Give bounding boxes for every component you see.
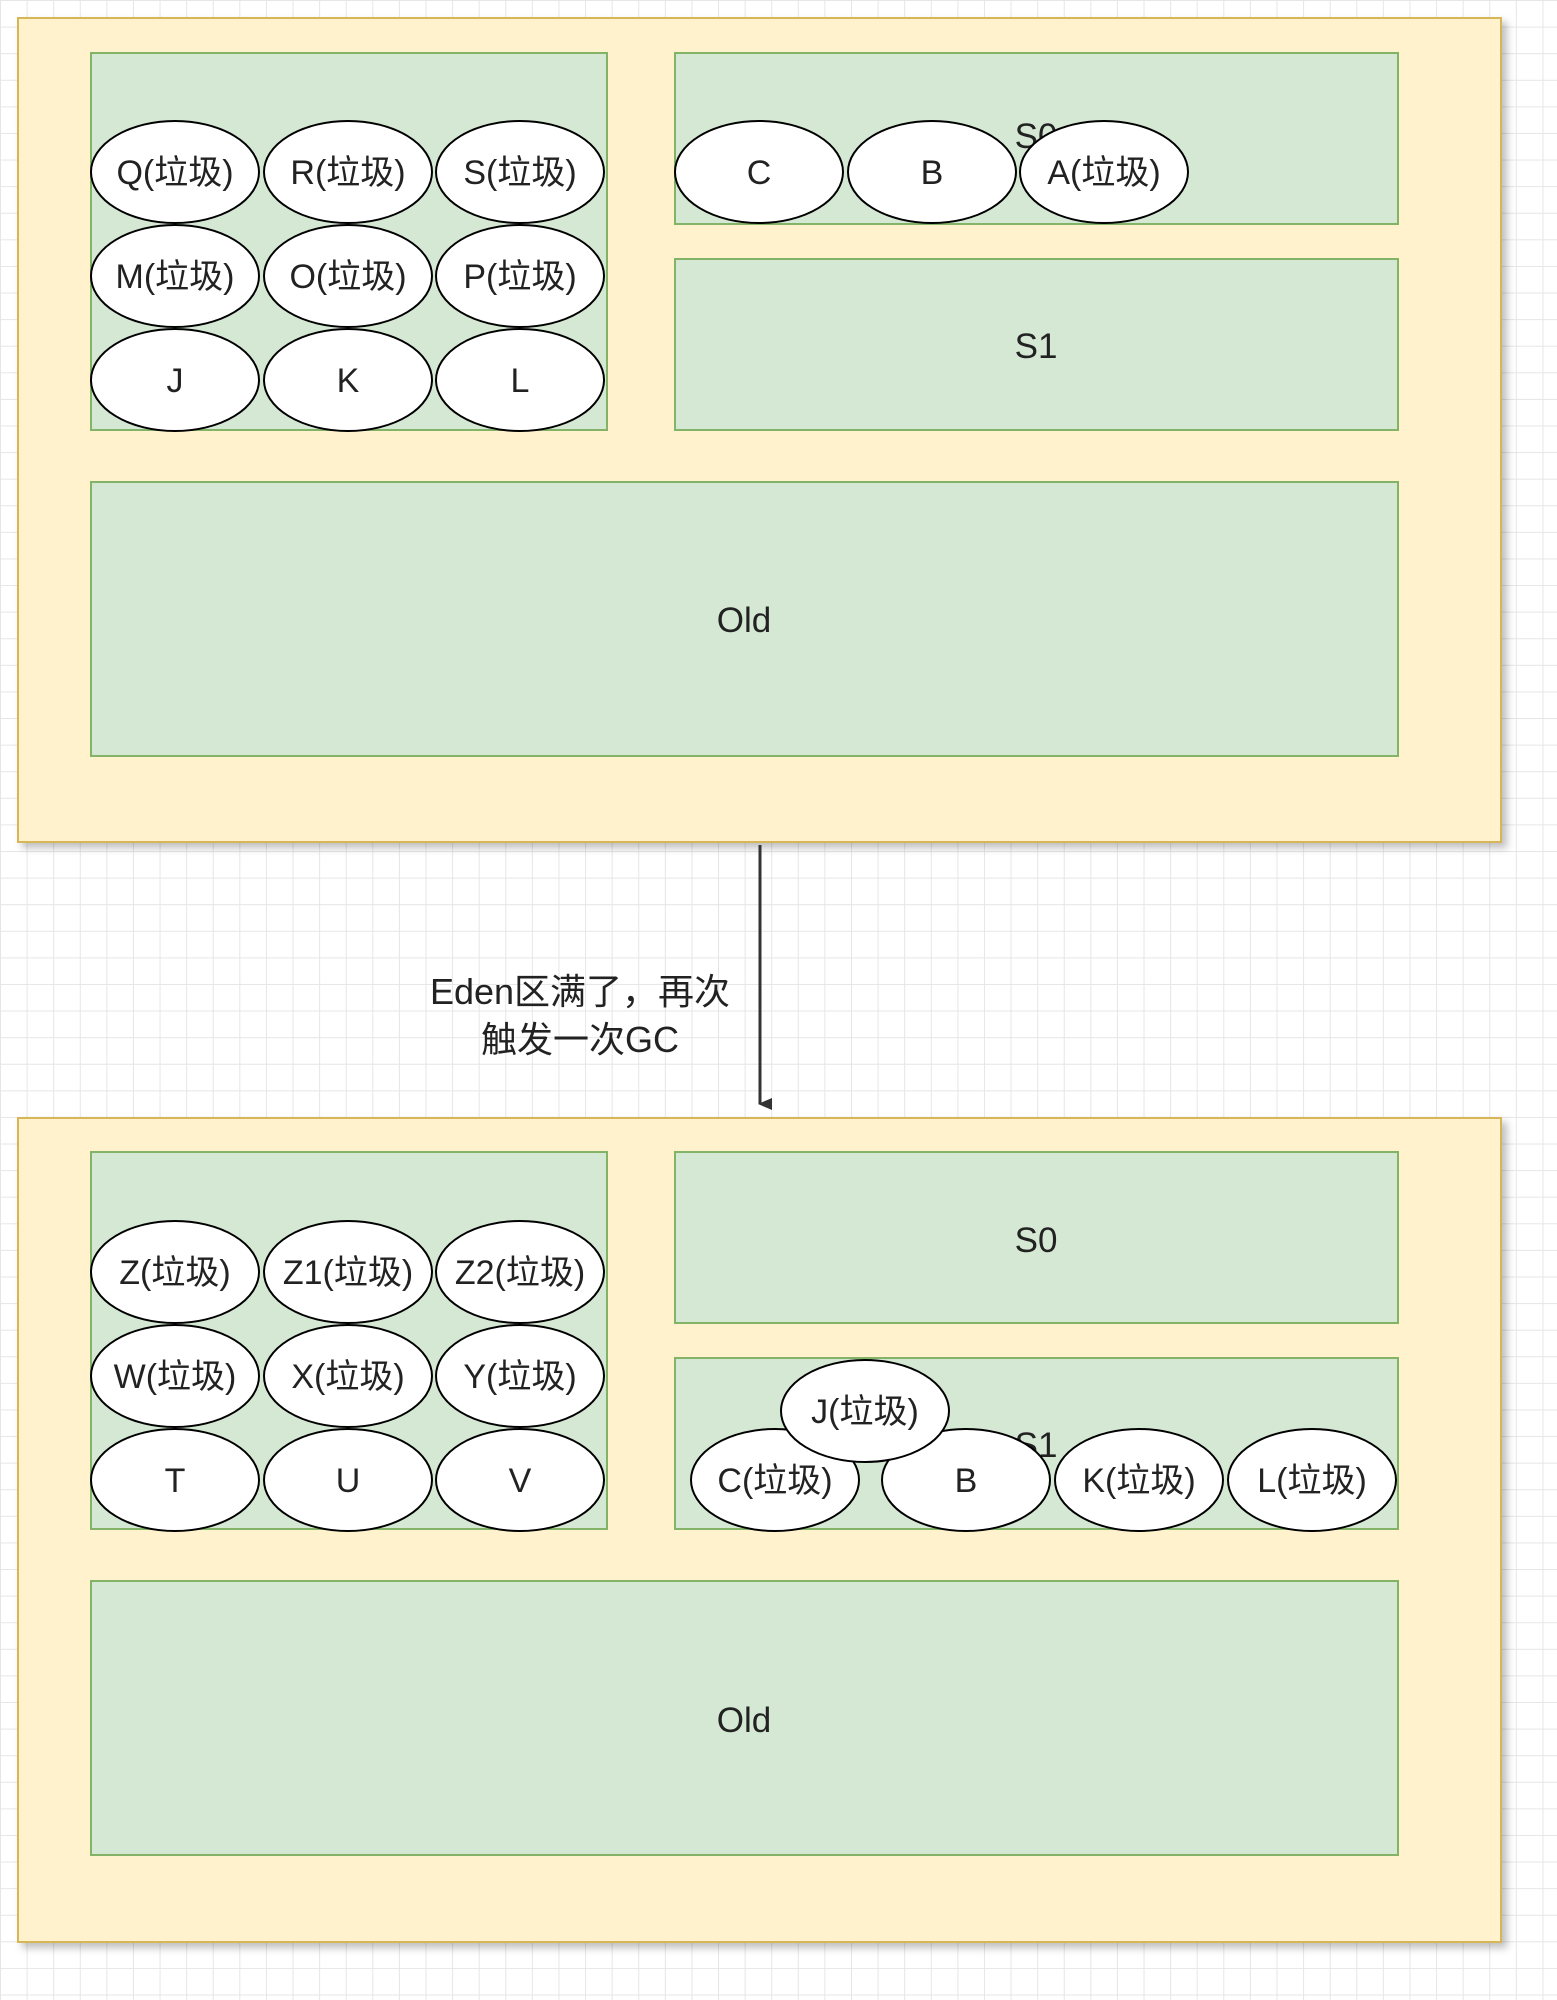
svg-text:B: B bbox=[955, 1462, 978, 1500]
old-region-after: Old bbox=[90, 1580, 1399, 1856]
svg-text:A(垃圾): A(垃圾) bbox=[1047, 154, 1160, 192]
object-node: K(垃圾) bbox=[1054, 1428, 1224, 1532]
svg-text:L(垃圾): L(垃圾) bbox=[1257, 1462, 1367, 1500]
arrow-label-line2: 触发一次GC bbox=[481, 1019, 679, 1060]
object-node: C bbox=[674, 120, 844, 224]
old-label-before: Old bbox=[717, 601, 771, 640]
object-node: B bbox=[881, 1428, 1051, 1532]
svg-text:T: T bbox=[165, 1462, 186, 1500]
svg-text:B: B bbox=[921, 154, 944, 192]
svg-text:K(垃圾): K(垃圾) bbox=[1082, 1462, 1195, 1500]
svg-text:C(垃圾): C(垃圾) bbox=[717, 1462, 832, 1500]
svg-text:L: L bbox=[511, 362, 530, 400]
object-node: Y(垃圾) bbox=[435, 1324, 605, 1428]
svg-text:Z1(垃圾): Z1(垃圾) bbox=[283, 1254, 413, 1292]
object-node: X(垃圾) bbox=[263, 1324, 433, 1428]
object-node: W(垃圾) bbox=[90, 1324, 260, 1428]
svg-text:O(垃圾): O(垃圾) bbox=[289, 258, 406, 296]
svg-text:K: K bbox=[337, 362, 360, 400]
object-node: Q(垃圾) bbox=[90, 120, 260, 224]
object-node: B bbox=[847, 120, 1017, 224]
object-node: V bbox=[435, 1428, 605, 1532]
object-node: Z(垃圾) bbox=[90, 1220, 260, 1324]
s0-label-after: S0 bbox=[1015, 1221, 1058, 1260]
svg-text:S(垃圾): S(垃圾) bbox=[463, 154, 576, 192]
s0-region-after: S0 bbox=[674, 1151, 1399, 1324]
object-node: C(垃圾) bbox=[690, 1428, 860, 1532]
svg-text:P(垃圾): P(垃圾) bbox=[463, 258, 576, 296]
eden-objects-after: Z(垃圾) Z1(垃圾) Z2(垃圾) W(垃圾) X(垃圾) Y(垃圾) T … bbox=[90, 1220, 605, 1532]
eden-objects-before: Q(垃圾) R(垃圾) S(垃圾) M(垃圾) O(垃圾) P(垃圾) J K … bbox=[90, 120, 605, 432]
svg-text:Y(垃圾): Y(垃圾) bbox=[463, 1358, 576, 1396]
object-node: L(垃圾) bbox=[1227, 1428, 1397, 1532]
object-node: S(垃圾) bbox=[435, 120, 605, 224]
old-region-before: Old bbox=[90, 481, 1399, 757]
svg-text:C: C bbox=[747, 154, 772, 192]
object-node: J(垃圾) bbox=[780, 1359, 950, 1463]
object-node: O(垃圾) bbox=[263, 224, 433, 328]
object-node: T bbox=[90, 1428, 260, 1532]
old-label-after: Old bbox=[717, 1701, 771, 1740]
arrow-label-line1: Eden区满了，再次 bbox=[430, 971, 730, 1012]
svg-text:M(垃圾): M(垃圾) bbox=[116, 258, 235, 296]
object-node: L bbox=[435, 328, 605, 432]
svg-text:W(垃圾): W(垃圾) bbox=[114, 1358, 237, 1396]
object-node: A(垃圾) bbox=[1019, 120, 1189, 224]
svg-text:J(垃圾): J(垃圾) bbox=[811, 1393, 919, 1431]
heap-after: S0 S1 Old Z(垃圾) Z1(垃圾) Z2(垃圾) W(垃圾) X(垃圾… bbox=[17, 1117, 1502, 1943]
svg-text:J: J bbox=[167, 362, 184, 400]
gc-transition-arrow: Eden区满了，再次 触发一次GC bbox=[430, 845, 772, 1110]
object-node: J bbox=[90, 328, 260, 432]
s1-region-before: S1 bbox=[674, 258, 1399, 431]
s1-label-before: S1 bbox=[1015, 327, 1058, 366]
object-node: R(垃圾) bbox=[263, 120, 433, 224]
svg-text:R(垃圾): R(垃圾) bbox=[290, 154, 405, 192]
object-node: Z2(垃圾) bbox=[435, 1220, 605, 1324]
s0-objects-before: C B A(垃圾) bbox=[674, 120, 1189, 224]
svg-text:V: V bbox=[509, 1462, 532, 1500]
svg-text:X(垃圾): X(垃圾) bbox=[291, 1358, 404, 1396]
s1-objects-after: C(垃圾) B K(垃圾) L(垃圾) J(垃圾) bbox=[690, 1359, 1397, 1532]
object-node: P(垃圾) bbox=[435, 224, 605, 328]
svg-text:Z(垃圾): Z(垃圾) bbox=[119, 1254, 230, 1292]
svg-text:Z2(垃圾): Z2(垃圾) bbox=[455, 1254, 585, 1292]
object-node: Z1(垃圾) bbox=[263, 1220, 433, 1324]
svg-text:Q(垃圾): Q(垃圾) bbox=[116, 154, 233, 192]
object-node: K bbox=[263, 328, 433, 432]
svg-text:U: U bbox=[336, 1462, 361, 1500]
object-node: M(垃圾) bbox=[90, 224, 260, 328]
heap-before: S0 S1 Old Q(垃圾) R(垃圾) S(垃圾) M(垃圾) O(垃圾) … bbox=[17, 17, 1502, 843]
object-node: U bbox=[263, 1428, 433, 1532]
